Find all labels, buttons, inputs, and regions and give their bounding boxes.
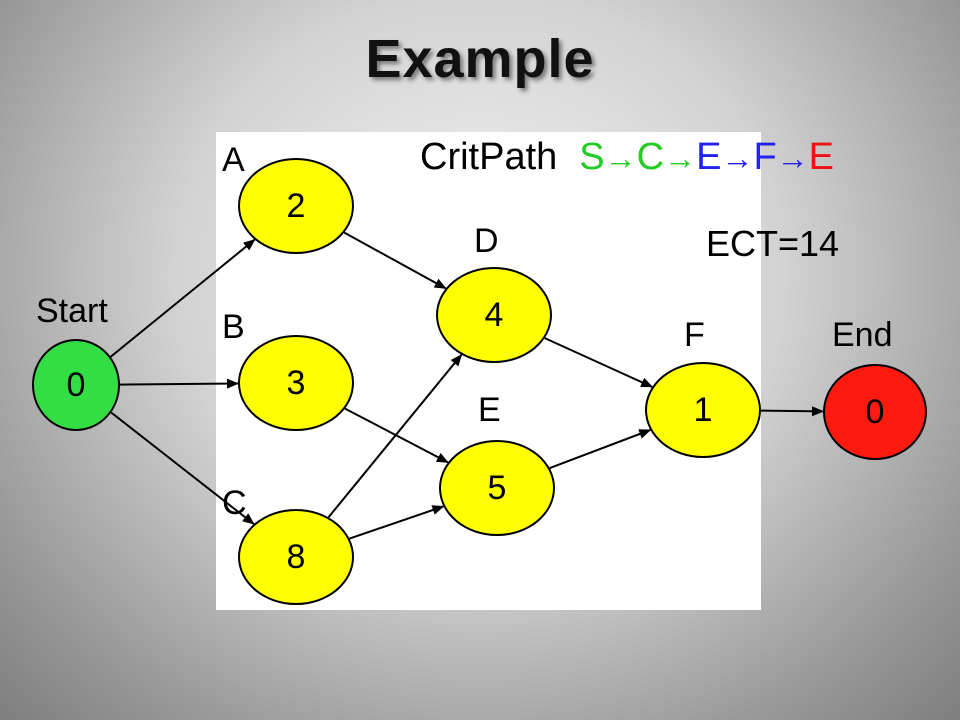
node-label-end: End [832,316,893,354]
edge-start-c [110,411,255,525]
node-b: 3 [238,335,354,431]
node-start: 0 [32,339,120,431]
node-e: 5 [439,440,555,536]
critical-path-step: F [753,136,777,178]
edge-c-e [349,505,445,540]
node-label-a: A [222,141,245,179]
critical-path-arrow: → [721,140,754,176]
critical-path-arrow: → [604,140,637,176]
critical-path-step: S [579,136,605,178]
edge-start-b [119,378,240,389]
critical-path-label: CritPath [420,136,558,178]
edge-start-a [110,238,256,358]
critical-path-steps: S→C→E→F→E [579,136,834,178]
critical-path-arrow: → [664,140,697,176]
edge-d-f [544,337,654,388]
node-f: 1 [645,362,761,458]
critical-path-arrow: → [776,140,809,176]
ect-label: ECT=14 [706,223,840,264]
edge-f-end [760,406,825,417]
node-label-start: Start [36,292,108,330]
node-label-c: C [222,484,247,522]
node-d: 4 [436,267,552,363]
critical-path-step: E [696,136,722,178]
node-label-d: D [474,222,499,260]
node-end: 0 [823,364,927,460]
node-label-e: E [478,391,501,429]
node-a: 2 [238,158,354,254]
node-label-b: B [222,308,245,346]
edge-a-d [343,231,447,290]
critical-path-step: C [636,136,665,178]
edge-e-f [549,429,652,469]
edge-c-d [327,353,463,518]
slide-title: Example [365,29,595,89]
critical-path-step: E [808,136,835,178]
node-label-f: F [684,316,705,354]
node-c: 8 [238,509,354,605]
